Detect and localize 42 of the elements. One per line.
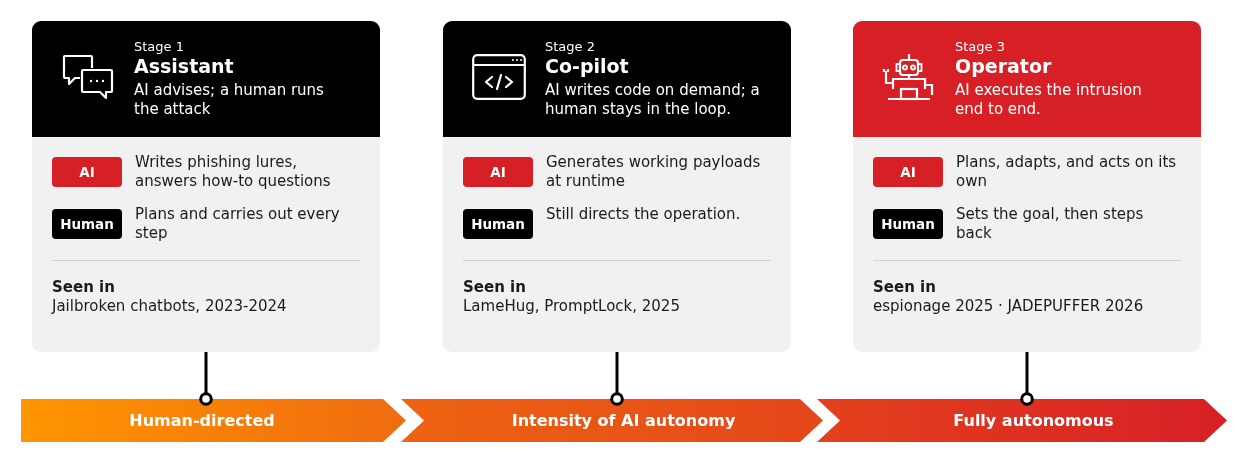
phase-label: Fully autonomous [953,411,1114,430]
human-tag: Human [463,209,533,239]
stage-description: AI writes code on demand; a human stays in the loop. [545,81,761,119]
card-header [853,21,1201,137]
seen-in-heading: Seen in [873,278,937,297]
role-description: Plans and carries out every step [135,205,341,243]
timeline-segment [817,399,1227,442]
human-tag: Human [873,209,943,239]
role-description: Still directs the operation. [546,205,742,224]
stage-description: AI executes the intrusion end to end. [955,81,1143,119]
stage-number: Stage 1 [134,39,185,55]
stage-number: Stage 2 [545,39,596,55]
seen-in-text: LameHug, PromptLock, 2025 [463,297,681,316]
phase-label: Human-directed [129,411,275,430]
ai-tag: AI [463,157,533,187]
seen-in-heading: Seen in [463,278,527,297]
stage-card [32,21,380,352]
seen-in-text: espionage 2025 · JADEPUFFER 2026 [873,297,1145,316]
stage-card [853,21,1201,352]
seen-in-heading: Seen in [52,278,116,297]
ai-tag: AI [873,157,943,187]
stage-title: Operator [955,55,1053,78]
role-description: Generates working payloads at runtime [546,153,762,191]
seen-in-text: Jailbroken chatbots, 2023-2024 [52,297,288,316]
human-tag: Human [52,209,122,239]
card-header [32,21,380,137]
card-header [443,21,791,137]
timeline-segment [401,399,823,442]
stage-title: Assistant [134,55,235,78]
role-description: Plans, adapts, and acts on its own [956,153,1178,191]
ai-tag: AI [52,157,122,187]
stage-card [443,21,791,352]
role-description: Writes phishing lures, answers how-to questions [135,153,332,191]
phase-label: Intensity of AI autonomy [511,411,736,430]
connector-line [610,352,624,406]
connector-line [1020,352,1034,406]
stage-description: AI advises; a human runs the attack [134,81,325,119]
stage-title: Co-pilot [545,55,630,78]
role-description: Sets the goal, then steps back [956,205,1145,243]
stage-number: Stage 3 [955,39,1006,55]
timeline-segment [21,399,406,442]
connector-line [199,352,213,406]
